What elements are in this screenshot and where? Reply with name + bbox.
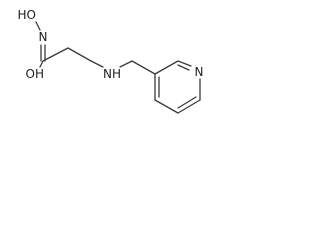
ring-bond-6 <box>154 60 179 75</box>
atom-label-ho: HO <box>18 8 36 22</box>
bond-nh-ch2 <box>119 60 133 68</box>
ring-bond-3 <box>177 99 201 114</box>
ring-bond-2 <box>154 99 179 114</box>
chemical-structure-diagram: HO N OH NH N <box>18 8 204 114</box>
atom-label-nh: NH <box>103 67 121 81</box>
ring-bond-3-inner <box>177 96 197 109</box>
bond-c-ch2-1 <box>42 47 69 62</box>
bond-ch2-ring <box>131 60 156 75</box>
bond-c-oh <box>39 60 44 68</box>
atom-label-n-amide: N <box>39 30 48 44</box>
bond-ch2-nh <box>90 60 104 68</box>
atom-label-n-pyridine: N <box>195 65 204 79</box>
bond-ho-n <box>35 21 41 31</box>
ring-bond-5-inner <box>177 64 190 71</box>
ring-bond-5 <box>177 60 192 67</box>
atom-label-oh: OH <box>26 67 44 81</box>
bond-ch2-ch2 <box>67 47 92 62</box>
